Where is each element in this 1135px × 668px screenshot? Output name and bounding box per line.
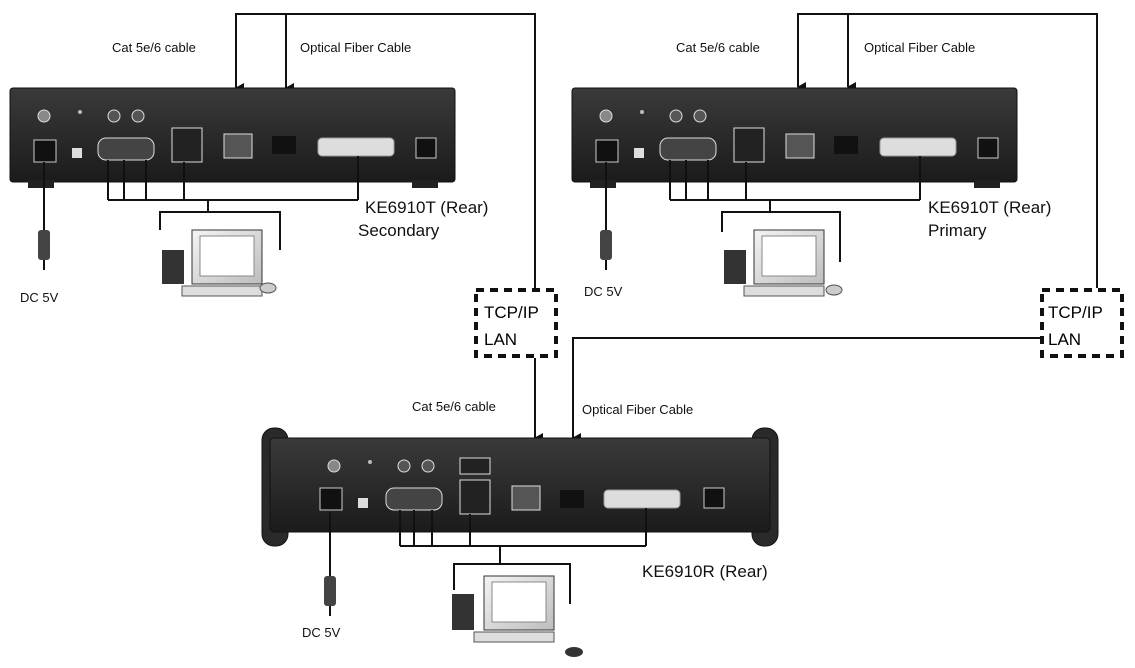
audio-jack-icon: [131, 109, 145, 123]
device-secondary: [9, 87, 456, 297]
secondary-cat-cable: [235, 13, 536, 288]
workstation-icon: [162, 229, 277, 297]
lan-right-line1: TCP/IP: [1048, 303, 1103, 322]
receiver-cables: [534, 337, 1050, 443]
device-primary: [571, 87, 1018, 297]
workstation-icon: [724, 229, 843, 297]
serial-port-icon: [385, 487, 443, 511]
workstation-icon: [452, 575, 583, 657]
power-jack-icon: [977, 137, 999, 159]
lan-box-left: TCP/IP LAN: [474, 288, 558, 358]
power-adapter-icon: [38, 230, 50, 260]
lan-box-right: TCP/IP LAN: [1040, 288, 1124, 358]
fiber-port-icon: [560, 490, 584, 508]
power-jack-icon: [703, 487, 725, 509]
primary-power-label: DC 5V: [584, 284, 623, 299]
ground-screw-icon: [327, 459, 341, 473]
lan-left-line1: TCP/IP: [484, 303, 539, 322]
ethernet-port-icon: [785, 133, 815, 159]
receiver-model-label: KE6910R (Rear): [642, 562, 768, 581]
primary-cat-label: Cat 5e/6 cable: [676, 40, 760, 55]
power-adapter-icon: [600, 230, 612, 260]
switch-icon: [72, 148, 82, 158]
receiver-cat-label: Cat 5e/6 cable: [412, 399, 496, 414]
receiver-chassis: [269, 437, 771, 533]
switch-icon: [634, 148, 644, 158]
lan-left-line2: LAN: [484, 330, 517, 349]
ethernet-port-icon: [223, 133, 253, 159]
power-jack-icon: [33, 139, 57, 163]
audio-jack-icon: [421, 459, 435, 473]
usb-port-icon: [733, 127, 765, 163]
secondary-fiber-label: Optical Fiber Cable: [300, 40, 411, 55]
switch-icon: [358, 498, 368, 508]
primary-cat-cable: [797, 13, 1098, 288]
fiber-port-icon: [272, 136, 296, 154]
dvi-port-icon: [879, 137, 957, 157]
usb-port-icon: [171, 127, 203, 163]
primary-model-label: KE6910T (Rear): [928, 198, 1051, 217]
power-jack-icon: [319, 487, 343, 511]
receiver-fiber-label: Optical Fiber Cable: [582, 402, 693, 417]
labels: Cat 5e/6 cable Optical Fiber Cable Cat 5…: [20, 40, 1051, 640]
audio-jack-icon: [669, 109, 683, 123]
secondary-role-label: Secondary: [358, 221, 440, 240]
usb-port-icon: [459, 479, 491, 515]
primary-fiber-label: Optical Fiber Cable: [864, 40, 975, 55]
lan-right-line2: LAN: [1048, 330, 1081, 349]
secondary-power-label: DC 5V: [20, 290, 59, 305]
serial-port-icon: [659, 137, 717, 161]
device-receiver: [261, 427, 779, 657]
power-jack-icon: [415, 137, 437, 159]
fiber-port-icon: [834, 136, 858, 154]
audio-jack-icon: [397, 459, 411, 473]
secondary-cables: [235, 13, 536, 288]
ethernet-port-icon: [511, 485, 541, 511]
power-jack-icon: [595, 139, 619, 163]
audio-jack-icon: [107, 109, 121, 123]
serial-port-icon: [97, 137, 155, 161]
secondary-cat-label: Cat 5e/6 cable: [112, 40, 196, 55]
receiver-power-label: DC 5V: [302, 625, 341, 640]
secondary-model-label: KE6910T (Rear): [365, 198, 488, 217]
audio-jack-icon: [693, 109, 707, 123]
ground-screw-icon: [599, 109, 613, 123]
dvi-port-icon: [603, 489, 681, 509]
ground-screw-icon: [37, 109, 51, 123]
dvi-port-icon: [317, 137, 395, 157]
usb-port-icon: [459, 457, 491, 475]
primary-cables: [797, 13, 1098, 288]
power-adapter-icon: [324, 576, 336, 606]
primary-role-label: Primary: [928, 221, 987, 240]
